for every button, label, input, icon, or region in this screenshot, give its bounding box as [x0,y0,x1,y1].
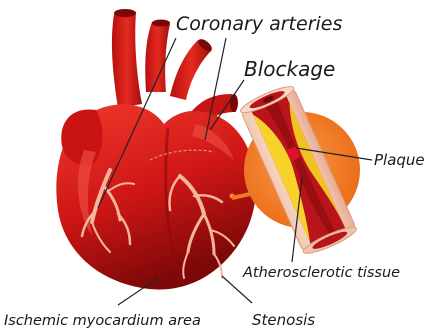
artery-cross-section-inset [238,82,360,257]
aortic-branch-mid [145,22,170,92]
label-plaque: Plaque [374,151,425,169]
label-coronary-arteries: Coronary arteries [176,13,342,35]
label-ischemic-myocardium-area: Ischemic myocardium area [4,313,201,329]
heart-illustration [56,9,256,290]
label-stenosis: Stenosis [252,311,315,329]
label-blockage: Blockage [244,57,335,81]
label-atherosclerotic-tissue: Atherosclerotic tissue [242,265,400,281]
aortic-branch-left [112,12,142,108]
